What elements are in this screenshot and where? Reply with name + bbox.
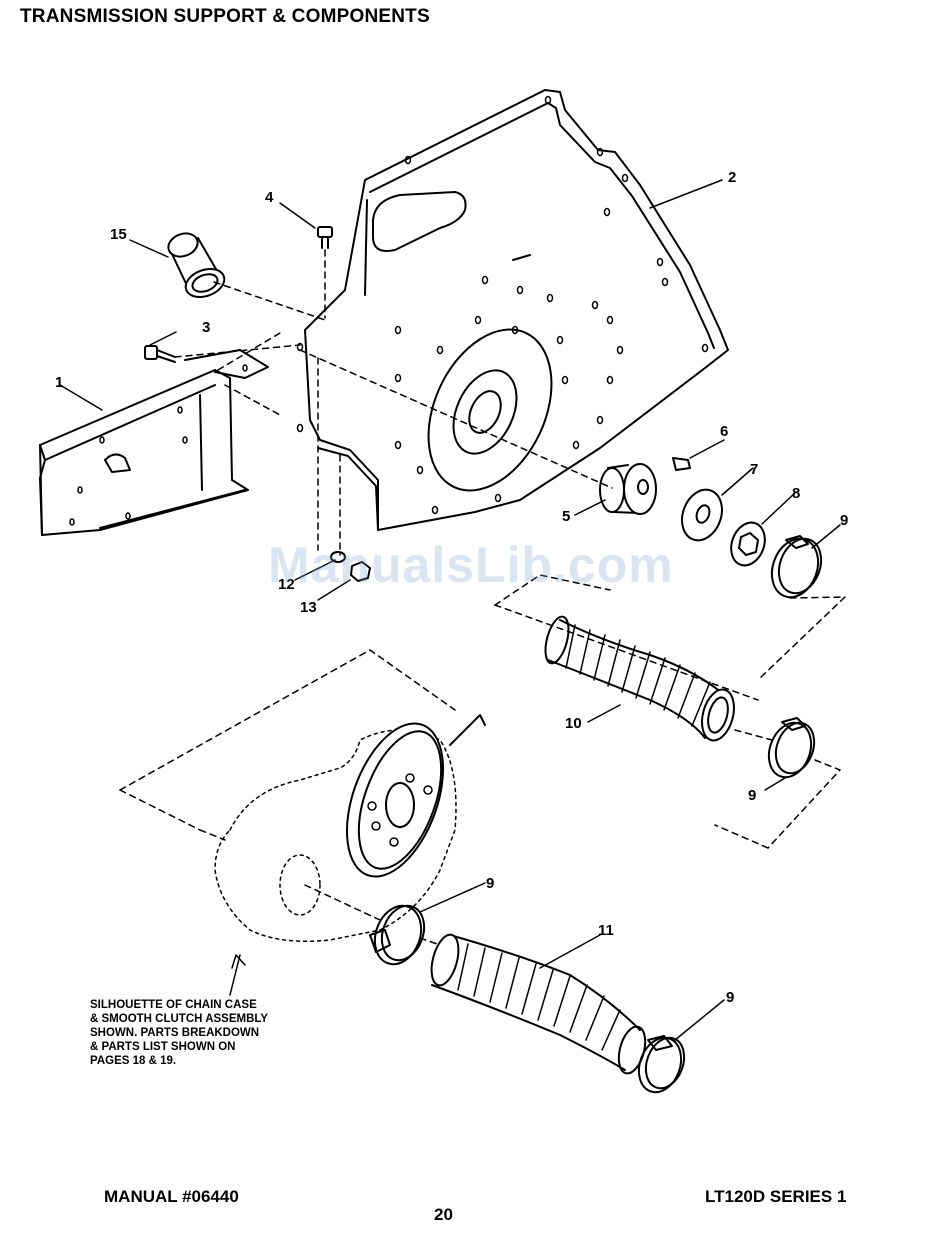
callout-8: 8: [792, 485, 800, 502]
callout-5: 5: [562, 508, 570, 525]
watermark: ManualsLib.com: [268, 536, 674, 594]
support-plate-part-2: [298, 90, 729, 530]
callout-2: 2: [728, 169, 736, 186]
callout-1: 1: [55, 374, 63, 391]
note-line: PAGES 18 & 19.: [90, 1054, 320, 1068]
hose-clamp-part-9-lower: [367, 899, 431, 970]
bolt-part-3: [145, 346, 175, 362]
note-line: & SMOOTH CLUTCH ASSEMBLY: [90, 1012, 320, 1026]
callout-9-bottom: 9: [726, 989, 734, 1006]
note-line: SILHOUETTE OF CHAIN CASE: [90, 998, 320, 1012]
note-line: SHOWN. PARTS BREAKDOWN: [90, 1026, 320, 1040]
frame-bracket-part-1: [40, 350, 268, 535]
callout-15: 15: [110, 226, 127, 243]
callout-6: 6: [720, 423, 728, 440]
bolt-part-4: [318, 227, 332, 248]
callout-9-lower: 9: [486, 875, 494, 892]
callout-9-top: 9: [840, 512, 848, 529]
page-number: 20: [434, 1205, 453, 1225]
hose-clamp-part-9-bottom: [632, 1032, 691, 1098]
clutch-assembly: [328, 710, 485, 889]
callout-4: 4: [265, 189, 274, 206]
washer-part-7: [675, 484, 728, 546]
note-line: & PARTS LIST SHOWN ON: [90, 1040, 320, 1054]
coupler-part-5: [600, 464, 656, 514]
callout-10: 10: [565, 715, 582, 732]
callout-9-middle: 9: [748, 787, 756, 804]
hose-clamp-part-9-middle: [762, 717, 821, 783]
silhouette-note: SILHOUETTE OF CHAIN CASE & SMOOTH CLUTCH…: [90, 998, 320, 1068]
set-screw-part-6: [673, 458, 690, 470]
manual-number: MANUAL #06440: [104, 1187, 239, 1207]
bushing-part-15: [165, 230, 228, 303]
model-series: LT120D SERIES 1: [705, 1187, 846, 1207]
callout-13: 13: [300, 599, 317, 616]
callout-3: 3: [202, 319, 210, 336]
lock-washer-part-8: [725, 518, 770, 570]
boot-part-11: [427, 932, 650, 1077]
callout-11: 11: [598, 922, 614, 939]
callout-7: 7: [750, 461, 758, 478]
